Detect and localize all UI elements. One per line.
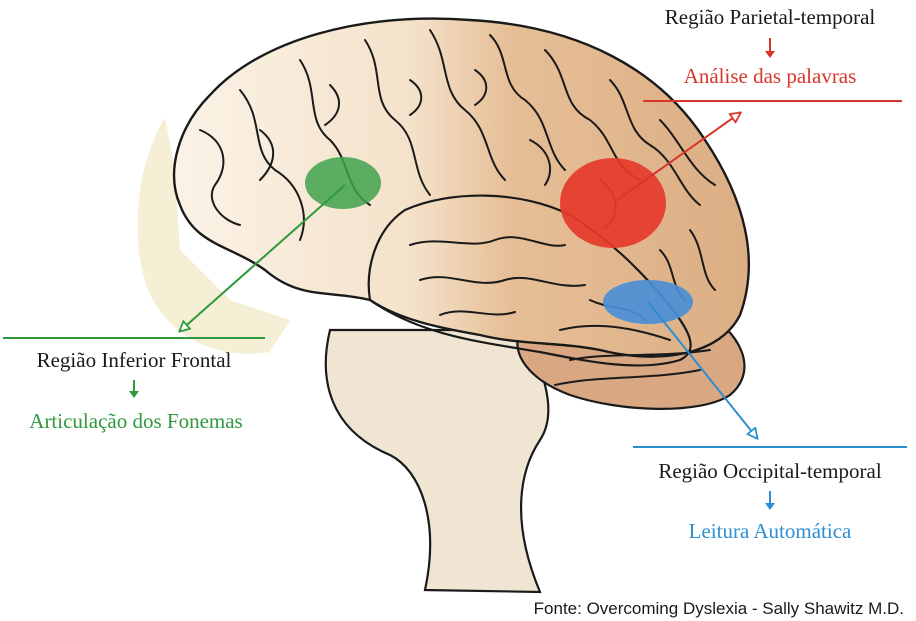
inferior-frontal-rule <box>3 337 265 339</box>
occipital-temporal-function-label: Leitura Automática <box>688 519 852 543</box>
parietal-temporal-function-label: Análise das palavras <box>683 64 857 88</box>
occipital-temporal-region-label: Região Occipital-temporal <box>658 459 882 483</box>
parietal-temporal-arrow <box>616 113 740 201</box>
parietal-temporal-region-label: Região Parietal-temporal <box>664 5 876 29</box>
inferior-frontal-region-label: Região Inferior Frontal <box>36 348 232 372</box>
head-silhouette <box>137 118 290 354</box>
occipital-temporal-rule <box>633 446 907 448</box>
inferior-frontal-function-label: Articulação dos Fonemas <box>29 409 243 433</box>
parietal-temporal-rule <box>643 100 902 102</box>
occipital-temporal-arrow <box>647 301 757 438</box>
parietal-temporal-down-arrow <box>765 38 775 58</box>
inferior-frontal-down-arrow <box>129 380 139 398</box>
inferior-frontal-highlight <box>305 157 381 209</box>
parietal-temporal-highlight <box>560 158 666 248</box>
source-caption: Fonte: Overcoming Dyslexia - Sally Shawi… <box>533 599 904 618</box>
cerebrum <box>172 17 751 358</box>
brain-folds <box>199 29 716 386</box>
inferior-frontal-arrow <box>180 184 346 331</box>
brain-stem <box>324 328 550 594</box>
occipital-temporal-down-arrow <box>765 491 775 510</box>
